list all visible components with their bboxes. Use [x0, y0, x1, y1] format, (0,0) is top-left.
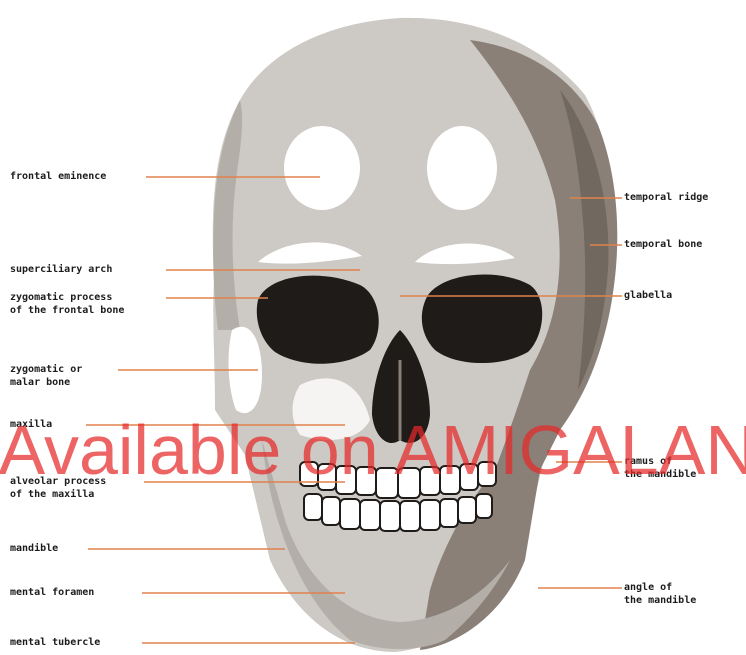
label-temporal-bone: temporal bone — [624, 239, 702, 251]
label-zygomatic-bone-line2: malar bone — [10, 377, 70, 389]
label-temporal-ridge: temporal ridge — [624, 192, 708, 204]
label-angle-line1: angle of — [624, 582, 672, 594]
label-mandible: mandible — [10, 543, 58, 555]
label-glabella: glabella — [624, 290, 672, 302]
label-superciliary-arch: superciliary arch — [10, 264, 112, 276]
eye-socket-right — [422, 275, 542, 364]
label-mental-tubercle: mental tubercle — [10, 637, 100, 649]
label-mental-foramen: mental foramen — [10, 587, 94, 599]
frontal-eminence-right-highlight — [427, 126, 497, 210]
frontal-eminence-left-highlight — [284, 126, 360, 210]
label-frontal-eminence: frontal eminence — [10, 171, 106, 183]
label-angle-line2: the mandible — [624, 595, 696, 607]
eye-socket-left — [257, 276, 379, 364]
watermark-text: n Available on AMIGALAN — [0, 405, 746, 495]
label-zygomatic-bone-line1: zygomatic or — [10, 364, 82, 376]
label-zygomatic-process-line1: zygomatic process — [10, 292, 112, 304]
watermark: n Available on AMIGALAN — [0, 405, 746, 495]
label-zygomatic-process-line2: of the frontal bone — [10, 305, 124, 317]
